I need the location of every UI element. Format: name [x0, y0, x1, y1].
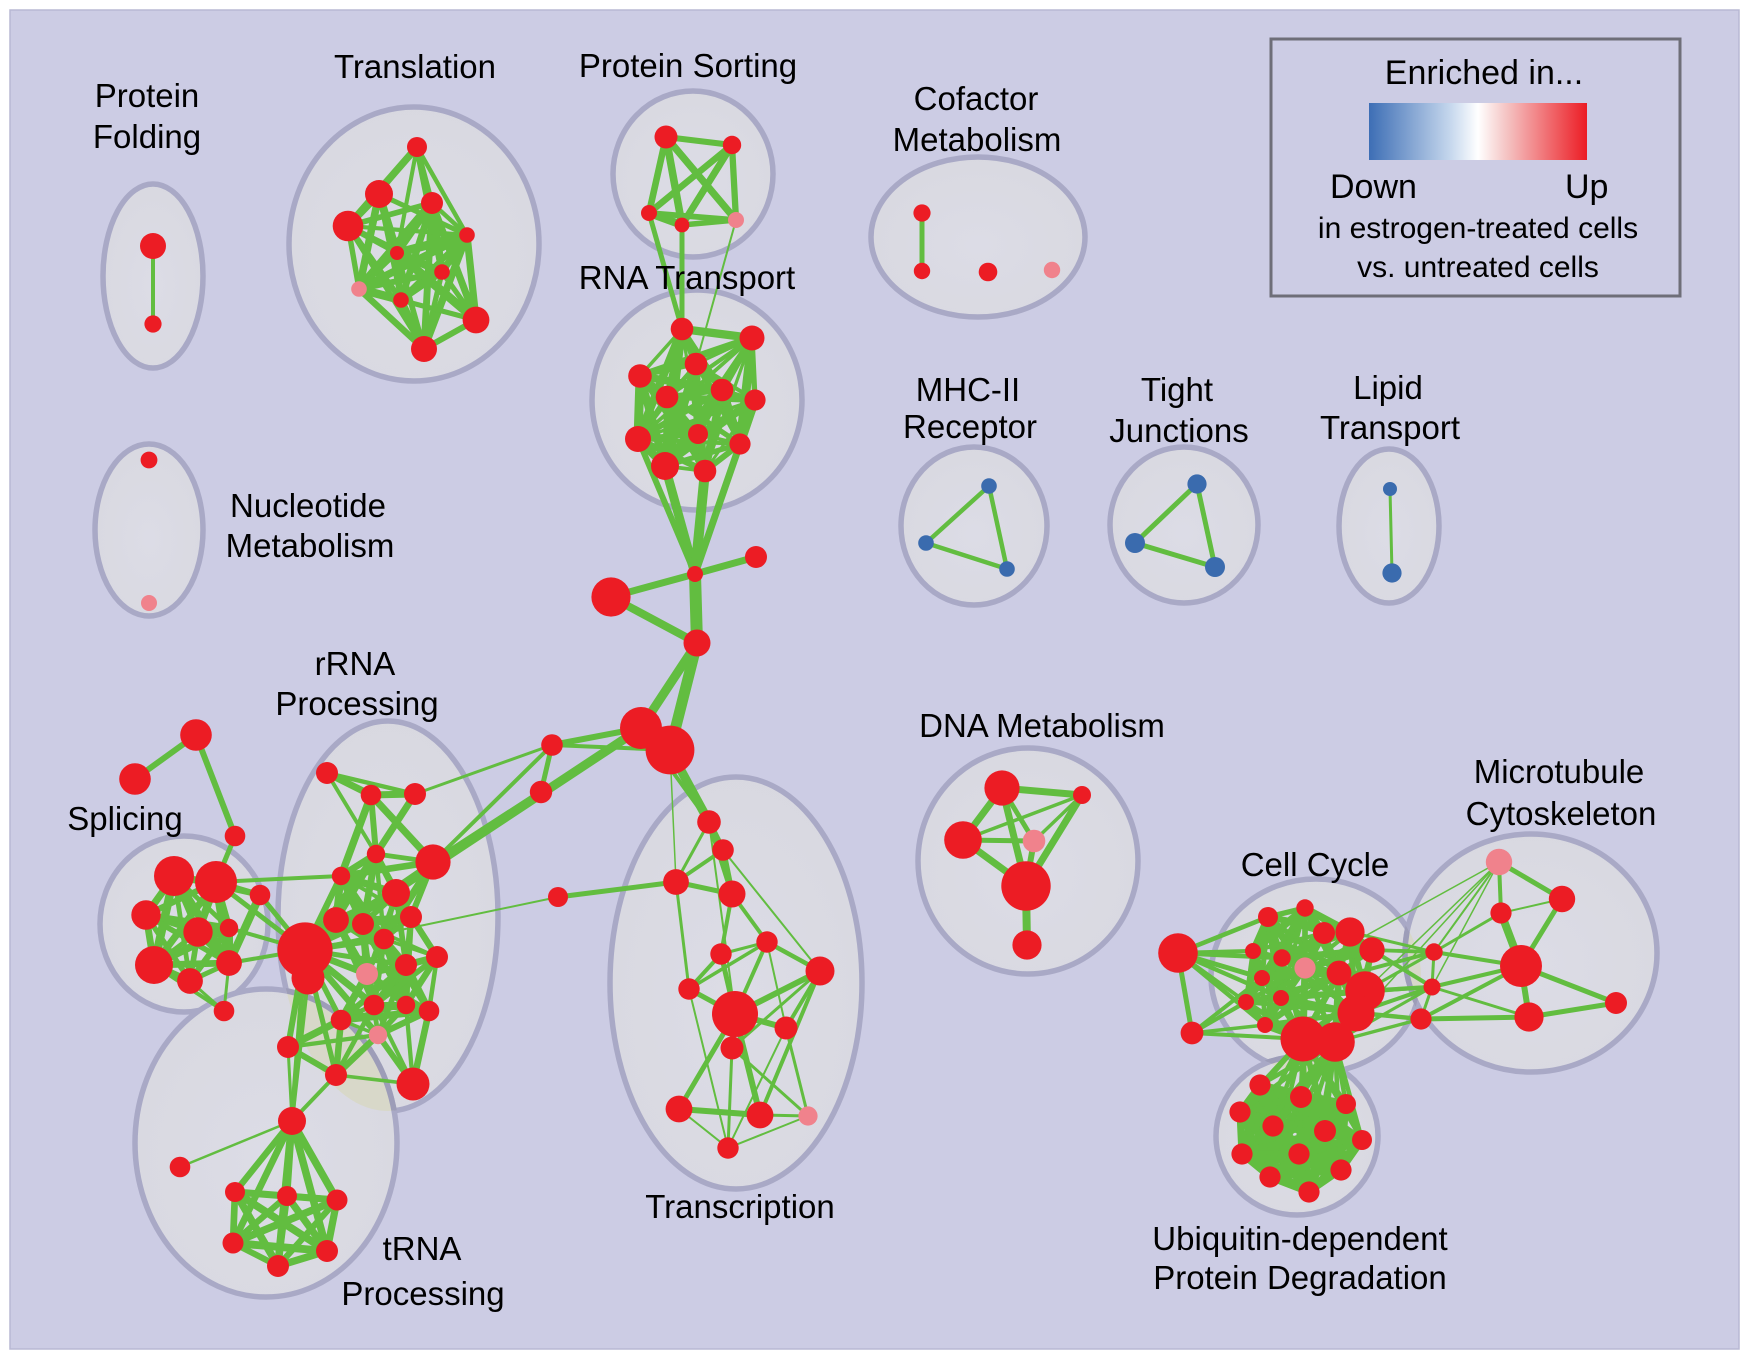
svg-text:Enriched in...: Enriched in... [1385, 54, 1583, 92]
svg-text:Transcription: Transcription [645, 1188, 835, 1225]
svg-text:Processing: Processing [275, 685, 438, 722]
svg-text:Cell Cycle: Cell Cycle [1241, 846, 1390, 883]
svg-text:Microtubule: Microtubule [1474, 753, 1645, 790]
svg-text:Splicing: Splicing [67, 800, 183, 837]
svg-text:rRNA: rRNA [315, 645, 396, 682]
svg-text:Metabolism: Metabolism [226, 527, 395, 564]
svg-text:Receptor: Receptor [903, 408, 1037, 445]
svg-text:Tight: Tight [1141, 371, 1213, 408]
svg-text:Protein Degradation: Protein Degradation [1153, 1259, 1447, 1296]
svg-text:Cofactor: Cofactor [914, 80, 1039, 117]
svg-text:Translation: Translation [334, 48, 496, 85]
svg-text:MHC-II: MHC-II [916, 371, 1020, 408]
svg-text:Junctions: Junctions [1109, 412, 1248, 449]
svg-text:Transport: Transport [1320, 409, 1460, 446]
svg-text:in estrogen-treated cells: in estrogen-treated cells [1318, 212, 1638, 245]
svg-text:Lipid: Lipid [1353, 369, 1423, 406]
svg-text:RNA Transport: RNA Transport [579, 259, 795, 296]
svg-text:tRNA: tRNA [383, 1230, 462, 1267]
svg-text:Protein Sorting: Protein Sorting [579, 47, 797, 84]
svg-text:Down: Down [1330, 168, 1417, 206]
svg-text:vs. untreated cells: vs. untreated cells [1357, 251, 1599, 284]
svg-text:Ubiquitin-dependent: Ubiquitin-dependent [1152, 1220, 1447, 1257]
svg-text:Folding: Folding [93, 118, 201, 155]
svg-text:Metabolism: Metabolism [893, 121, 1062, 158]
svg-text:Nucleotide: Nucleotide [230, 487, 386, 524]
svg-text:Up: Up [1565, 168, 1608, 206]
svg-text:Cytoskeleton: Cytoskeleton [1466, 795, 1657, 832]
svg-text:Protein: Protein [95, 77, 200, 114]
svg-text:DNA Metabolism: DNA Metabolism [919, 707, 1165, 744]
svg-text:Processing: Processing [341, 1275, 504, 1312]
